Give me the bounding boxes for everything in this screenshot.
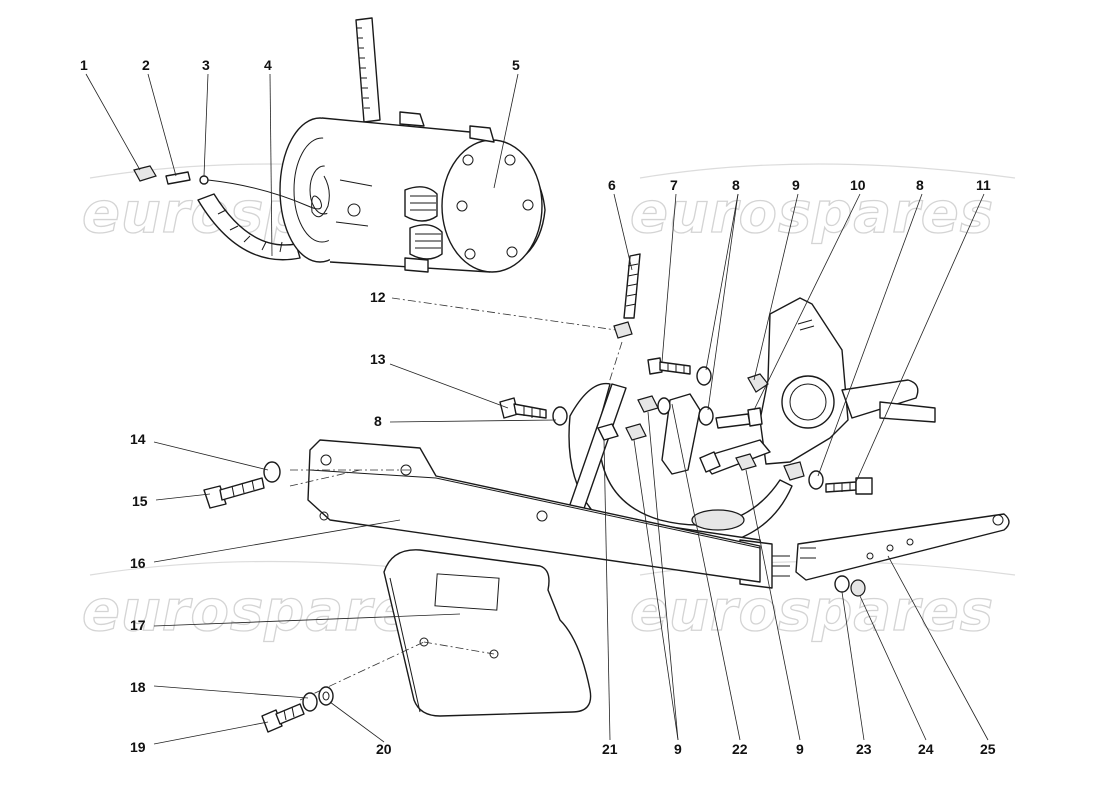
callout-13: 13 xyxy=(370,351,386,367)
callout-17: 17 xyxy=(130,617,146,633)
callout-14: 14 xyxy=(130,431,146,447)
ac-compressor xyxy=(279,111,546,273)
callout-20: 20 xyxy=(376,741,392,757)
callout-8-mid: 8 xyxy=(374,413,382,429)
callout-1: 1 xyxy=(80,57,88,73)
watermark-text-3: eurospares xyxy=(82,579,446,644)
leader-lines xyxy=(85,73,989,745)
callout-8-top-right: 8 xyxy=(916,177,924,193)
callout-10: 10 xyxy=(850,177,866,193)
callout-8-top-left: 8 xyxy=(732,177,740,193)
mounting-rail xyxy=(289,439,761,583)
callout-11: 11 xyxy=(976,177,991,193)
callout-19: 19 xyxy=(130,739,146,755)
callout-21: 21 xyxy=(602,741,618,757)
callout-12: 12 xyxy=(370,289,386,305)
callout-5: 5 xyxy=(512,57,520,73)
watermark-text-2: eurospares xyxy=(630,181,994,246)
callout-9-bottom-right: 9 xyxy=(796,741,804,757)
callout-9-top: 9 xyxy=(792,177,800,193)
callout-9-bottom-left: 9 xyxy=(674,741,682,757)
cover-plate xyxy=(299,549,592,717)
stud-and-nut xyxy=(605,253,641,393)
watermark-text-4: eurospares xyxy=(630,579,994,644)
callout-25: 25 xyxy=(980,741,996,757)
callout-6: 6 xyxy=(608,177,616,193)
callout-7: 7 xyxy=(670,177,678,193)
callout-24: 24 xyxy=(918,741,934,757)
callout-4: 4 xyxy=(264,57,272,73)
callout-18: 18 xyxy=(130,679,146,695)
callout-3: 3 xyxy=(202,57,210,73)
watermark-group: eurospares eurospares eurospares eurospa… xyxy=(81,163,1016,645)
callout-22: 22 xyxy=(732,741,748,757)
callout-16: 16 xyxy=(130,555,146,571)
callout-labels: 1 2 3 4 5 6 7 8 9 10 8 11 12 13 8 14 15 … xyxy=(80,57,996,757)
callout-23: 23 xyxy=(856,741,872,757)
callout-2: 2 xyxy=(142,57,150,73)
callout-15: 15 xyxy=(132,493,148,509)
drive-belt xyxy=(197,17,381,261)
strap-plate xyxy=(795,513,1010,581)
